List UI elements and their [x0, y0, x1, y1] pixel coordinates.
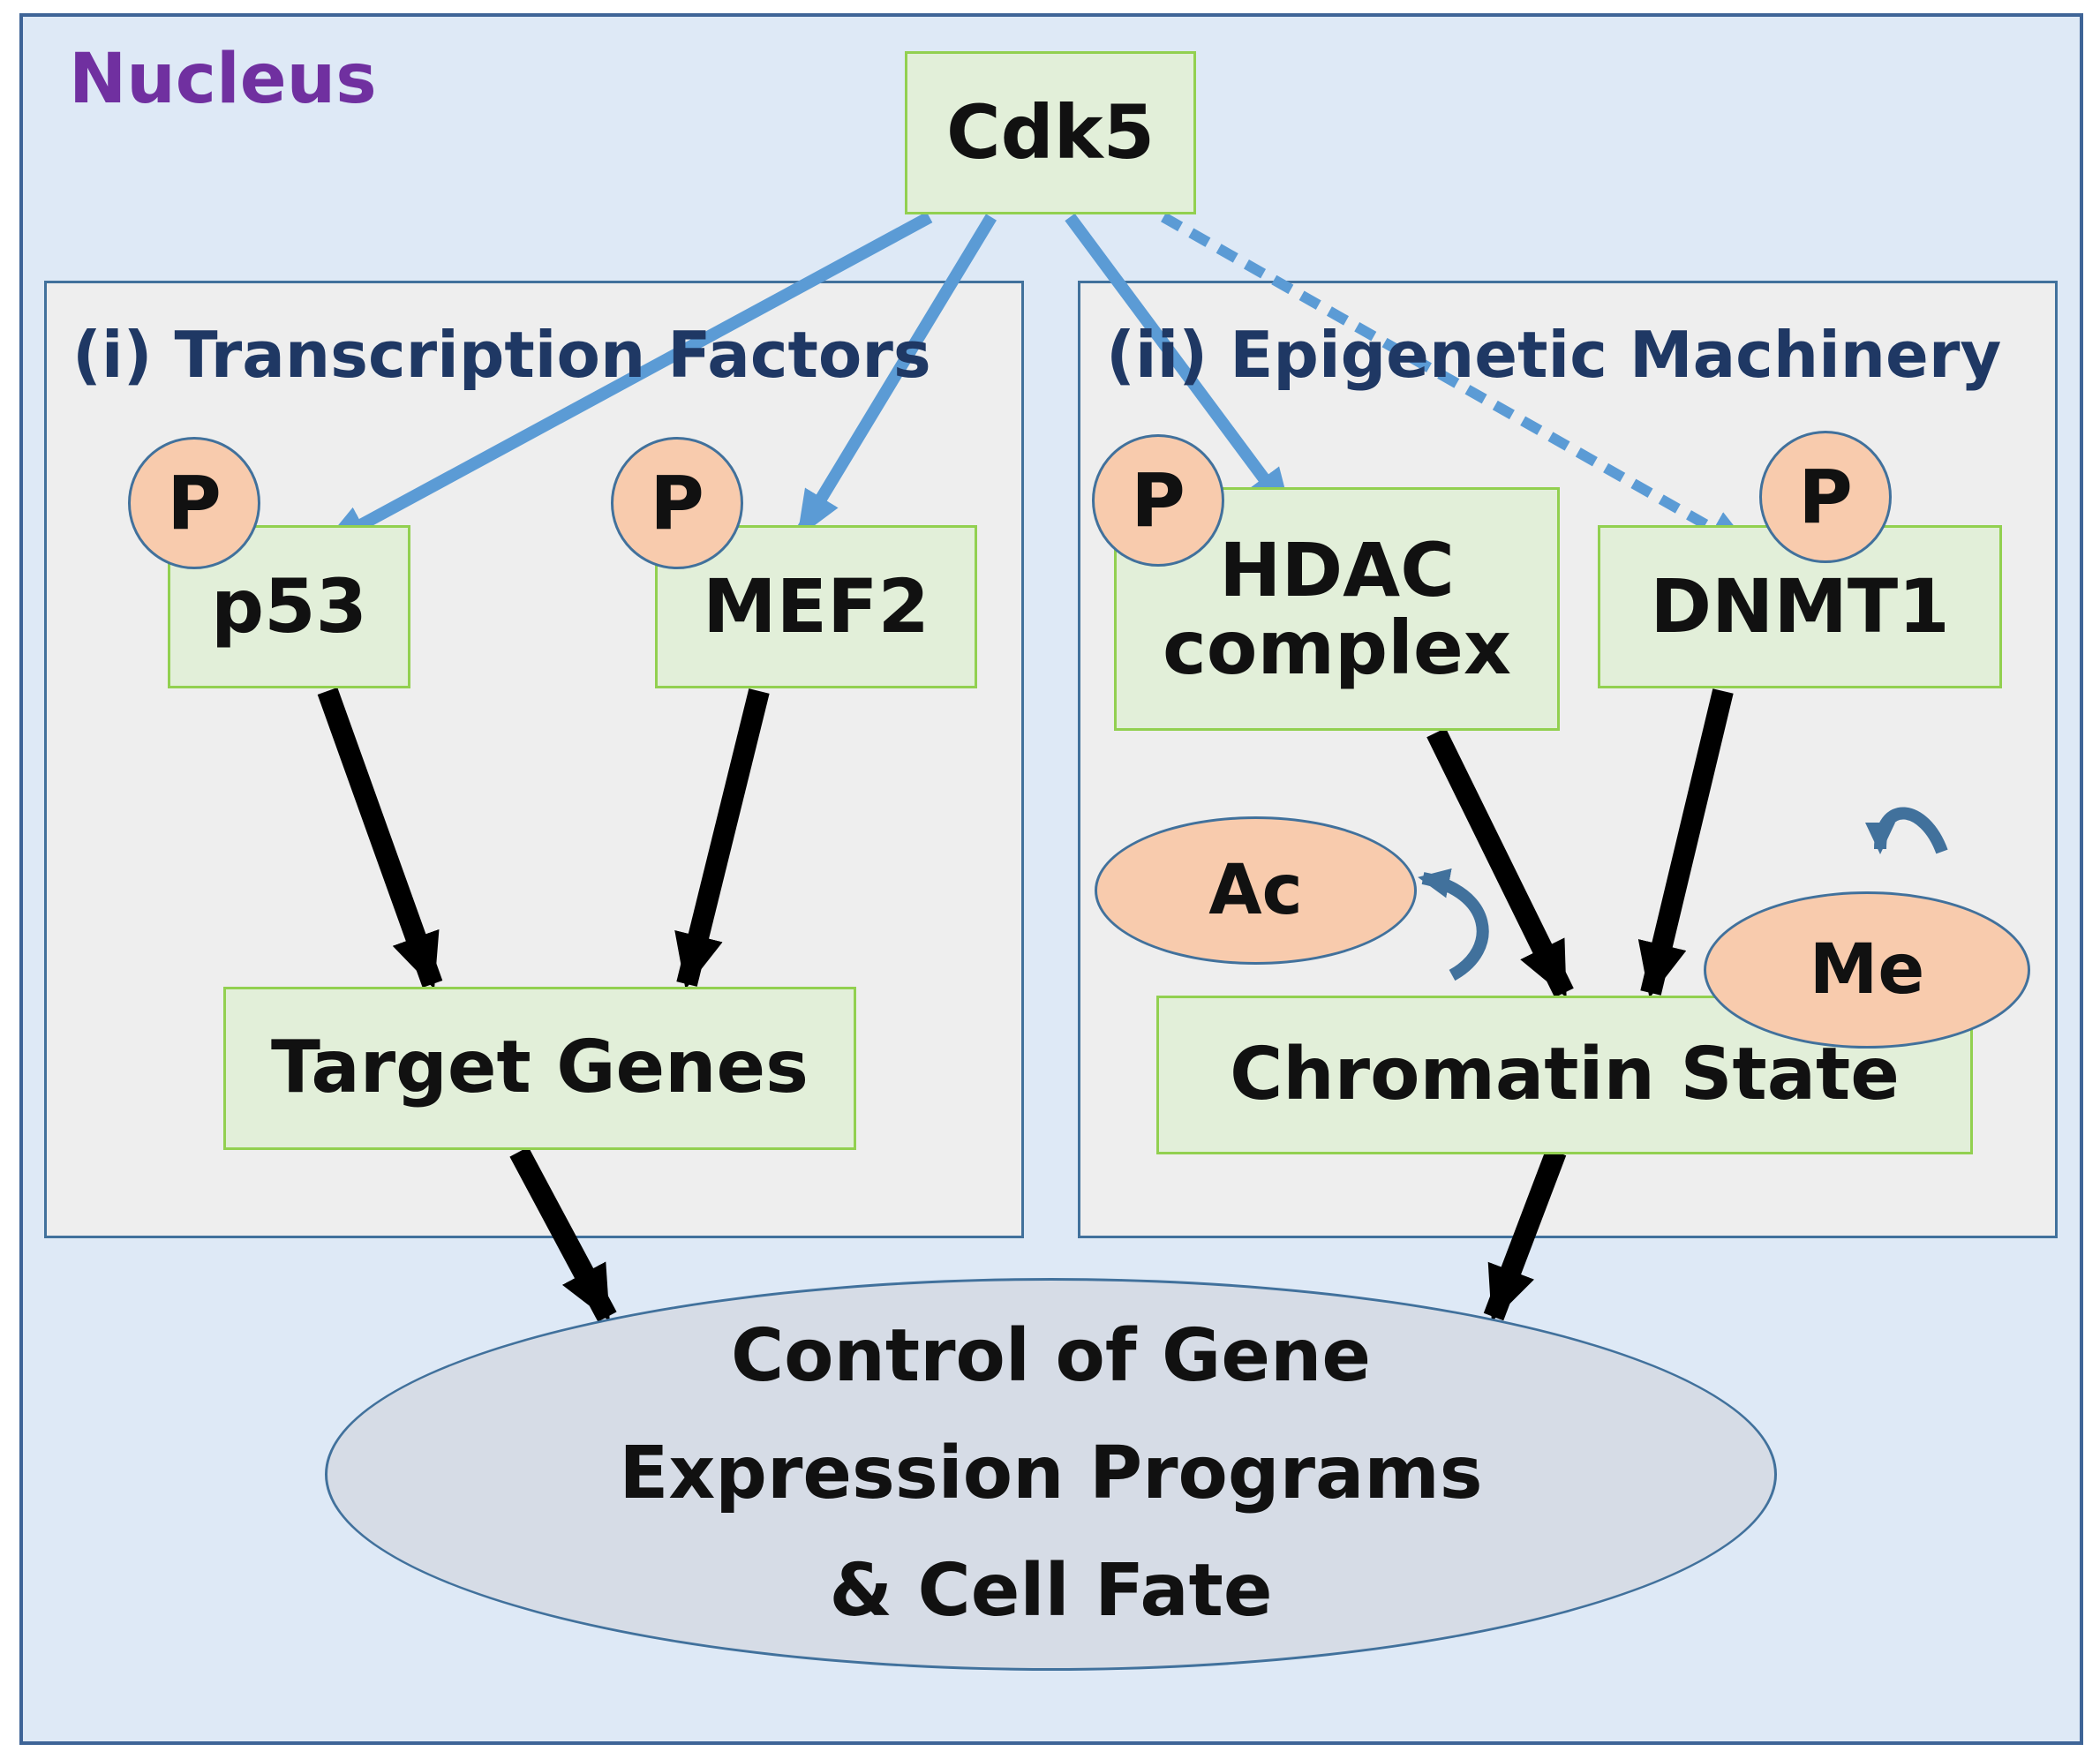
outcome-line2: Expression Programs	[619, 1432, 1483, 1516]
mef2-phospho-badge: P	[611, 437, 743, 569]
outcome-line1: Control of Gene	[730, 1314, 1371, 1399]
transcription-factors-label: (i) Transcription Factors	[72, 318, 931, 392]
p53-phospho-badge: P	[128, 437, 260, 569]
arrow-dnmt1-to-chromatin	[1637, 688, 1734, 998]
arrow-p53-to-target-genes	[317, 687, 443, 989]
dnmt1-phospho-badge: P	[1759, 431, 1892, 563]
arrow-hdac-to-chromatin	[1426, 727, 1574, 998]
curl-arrow-acetyl	[1418, 868, 1489, 981]
hdac-phospho-badge: P	[1092, 434, 1224, 567]
arrow-chromatin-to-outcome	[1483, 1147, 1567, 1322]
cdk5-node: Cdk5	[905, 51, 1196, 214]
outcome-ellipse: Control of Gene Expression Programs & Ce…	[325, 1278, 1777, 1671]
hdac-line2: complex	[1162, 605, 1512, 691]
methyl-oval: Me	[1704, 891, 2030, 1049]
curl-arrow-methyl	[1865, 807, 1948, 854]
arrow-cdk5-to-dnmt1-dashed	[1161, 212, 1756, 555]
arrow-target-genes-to-outcome	[509, 1146, 617, 1322]
arrow-cdk5-to-hdac	[1065, 213, 1294, 516]
arrow-cdk5-to-mef2	[794, 214, 997, 539]
target-genes-node: Target Genes	[223, 987, 856, 1150]
epigenetic-machinery-label: (ii) Epigenetic Machinery	[1106, 318, 2002, 392]
acetyl-oval: Ac	[1095, 816, 1417, 965]
hdac-line1: HDAC	[1219, 526, 1455, 613]
outcome-line3: & Cell Fate	[829, 1548, 1273, 1633]
nucleus-label: Nucleus	[69, 40, 377, 119]
arrow-mef2-to-target-genes	[674, 688, 770, 989]
arrow-cdk5-to-p53	[320, 211, 933, 551]
